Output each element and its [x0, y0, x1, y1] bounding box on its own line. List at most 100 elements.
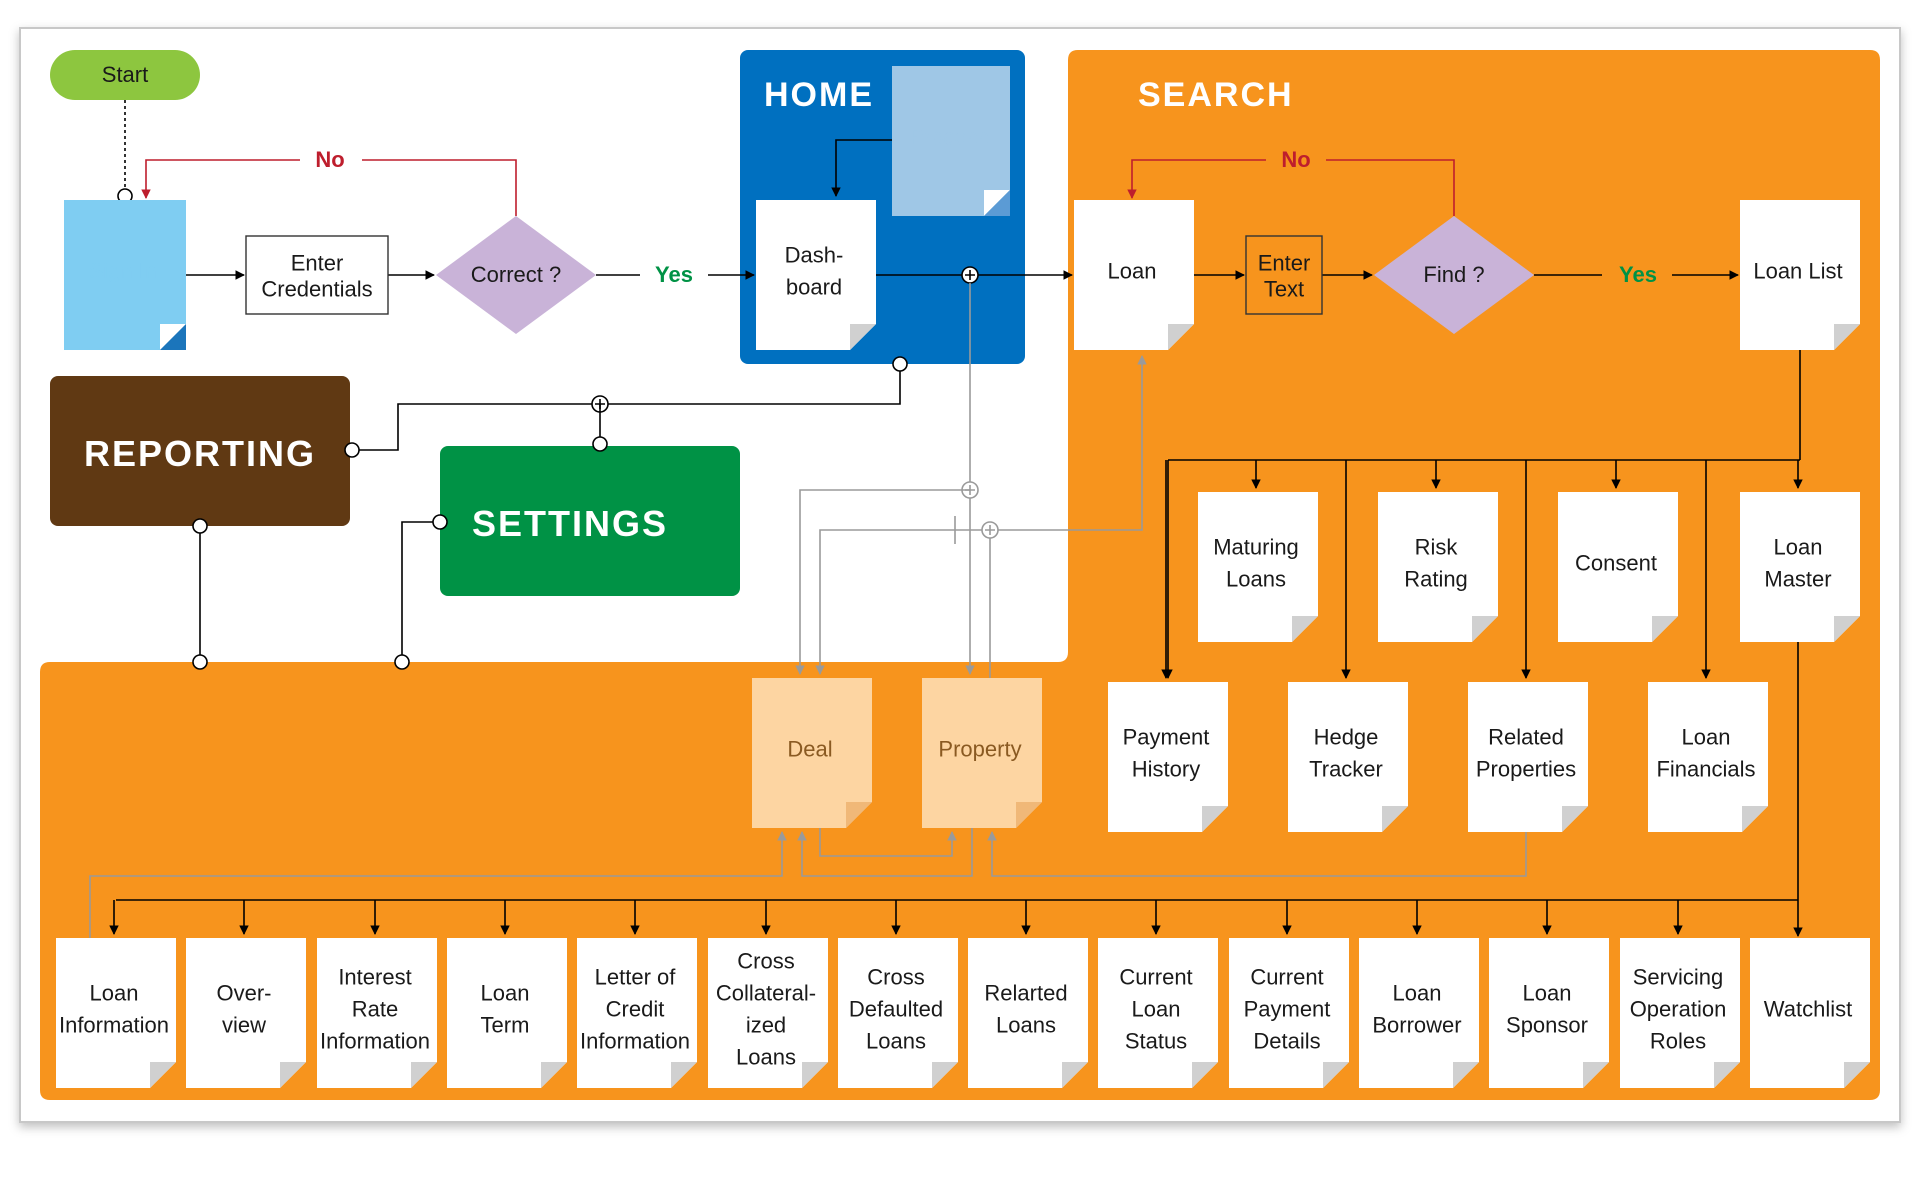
document-fold	[150, 1062, 176, 1088]
connector	[141, 159, 300, 199]
start-node[interactable]: Start	[50, 50, 200, 100]
settings-block[interactable]	[440, 446, 740, 596]
document-corner	[984, 190, 1010, 216]
document-fold	[1062, 1062, 1088, 1088]
bottom-item-watchlist[interactable]: Watchlist	[1750, 938, 1870, 1088]
node-label-line: Loan	[1682, 725, 1731, 750]
node-label-line: Enter	[1258, 251, 1311, 276]
connector-endpoint	[394, 654, 410, 670]
document-fold	[1323, 1062, 1349, 1088]
node-label-line: Property	[938, 737, 1021, 762]
junction-plus-icon	[961, 266, 979, 284]
document-shape	[64, 200, 186, 350]
document-shape	[1620, 938, 1740, 1088]
start-label: Start	[102, 62, 148, 87]
document-shape	[1288, 682, 1408, 832]
document-shape	[577, 938, 697, 1088]
node-label-line: Current	[1119, 965, 1192, 990]
dashboard-node[interactable]: Dash-board	[756, 200, 876, 350]
search-item-consent[interactable]: Consent	[1558, 492, 1678, 642]
node-label-line: Process	[909, 125, 988, 150]
document-shape	[1558, 492, 1678, 642]
document-shape	[1359, 938, 1479, 1088]
node-label-line: Cross	[737, 949, 794, 974]
document-shape	[447, 938, 567, 1088]
correct-decision[interactable]: Correct ?	[436, 216, 596, 334]
connector-endpoint	[432, 514, 448, 530]
node-label-line: Operation	[1630, 997, 1727, 1022]
node-label-line: Sign In	[89, 259, 158, 284]
document-shape	[1468, 682, 1588, 832]
node-label-line: Master	[1764, 567, 1831, 592]
loan-node[interactable]: Loan	[1074, 200, 1194, 350]
node-label-line: Collateral-	[716, 981, 816, 1006]
reporting-section[interactable]: REPORTING	[50, 376, 350, 526]
node-label-line: Related	[1488, 725, 1564, 750]
find-decision[interactable]: Find ?	[1374, 216, 1534, 334]
node-label-line: Over-	[217, 981, 272, 1006]
node-label-line: Relarted	[984, 981, 1067, 1006]
node-label-line: Properties	[1476, 757, 1576, 782]
document-shape	[968, 938, 1088, 1088]
property-node[interactable]: Property	[922, 678, 1042, 828]
loan-list-node[interactable]: Loan List	[1740, 200, 1860, 350]
no-label-search: No	[1281, 147, 1310, 172]
settings-section[interactable]: SETTINGS	[440, 446, 740, 596]
process-node[interactable]: Process	[892, 66, 1010, 216]
connector	[401, 521, 440, 662]
node-label-line: Current	[1250, 965, 1323, 990]
sign-in-node[interactable]: Sign In	[64, 200, 186, 350]
junction-plus-icon	[981, 521, 999, 539]
node-label-line: Dash-	[785, 243, 844, 268]
reporting-block[interactable]	[50, 376, 350, 526]
node-label-line: Enter	[291, 251, 344, 276]
document-fold	[1382, 806, 1408, 832]
node-label-line: Sponsor	[1506, 1013, 1588, 1038]
connector	[1127, 159, 1266, 199]
node-label-line: Loan	[1393, 981, 1442, 1006]
node-label-line: Risk	[1415, 535, 1459, 560]
node-label-line: Interest	[338, 965, 411, 990]
document-fold	[541, 1062, 567, 1088]
node-label-line: Information	[59, 1013, 169, 1038]
connector	[990, 355, 1147, 531]
node-label-line: Loan	[1108, 259, 1157, 284]
node-label-line: Information	[580, 1029, 690, 1054]
document-shape	[708, 938, 828, 1088]
document-shape	[752, 678, 872, 828]
node-label-line: Watchlist	[1764, 997, 1852, 1022]
document-shape	[892, 66, 1010, 216]
node-label-line: History	[1132, 757, 1200, 782]
document-shape	[838, 938, 958, 1088]
connector	[831, 139, 892, 197]
bottom-item-over-view[interactable]: Over-view	[186, 938, 306, 1088]
node-label-line: Loan	[90, 981, 139, 1006]
document-fold	[671, 1062, 697, 1088]
node-label-line: Servicing	[1633, 965, 1723, 990]
deal-node[interactable]: Deal	[752, 678, 872, 828]
connector-endpoint	[192, 518, 208, 534]
document-shape	[1098, 938, 1218, 1088]
